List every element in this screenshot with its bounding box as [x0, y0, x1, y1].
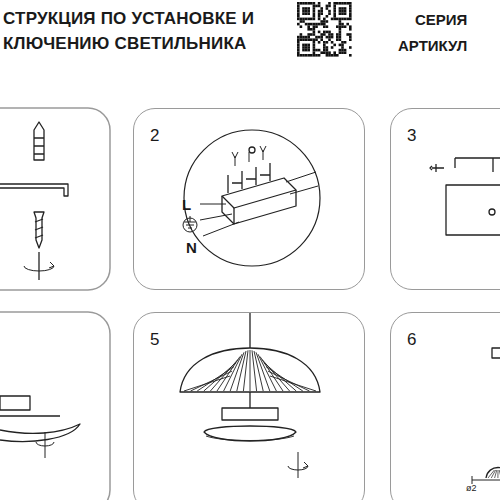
terminal-block	[183, 130, 320, 266]
series-label: СЕРИЯ	[415, 12, 467, 27]
step-number: 6	[407, 331, 416, 348]
article-label: АРТИКУЛ	[398, 38, 467, 53]
step-panel: 5	[133, 312, 365, 500]
wire-label: N	[186, 240, 197, 255]
canopy-plate	[0, 396, 80, 458]
dimension-label: ø2	[466, 484, 477, 493]
sheet-title: СТРУКЦИЯ ПО УСТАНОВКЕ И КЛЮЧЕНИЮ СВЕТИЛЬ…	[3, 6, 288, 56]
step-panel: 3	[390, 108, 500, 290]
dowel-and-screw	[0, 122, 68, 280]
detail-parts	[472, 348, 500, 484]
step-panel: 6	[390, 312, 500, 500]
step-number: 5	[150, 331, 159, 348]
step-number: 2	[150, 127, 159, 144]
qr-code	[297, 2, 352, 57]
step-panel: 2	[133, 108, 365, 290]
step-number: 3	[407, 127, 416, 144]
step-panel	[0, 312, 110, 500]
pendant-lamp	[180, 312, 320, 478]
wire-label: L	[182, 197, 191, 212]
step-panel	[0, 108, 110, 290]
mounting-bracket	[430, 158, 500, 235]
